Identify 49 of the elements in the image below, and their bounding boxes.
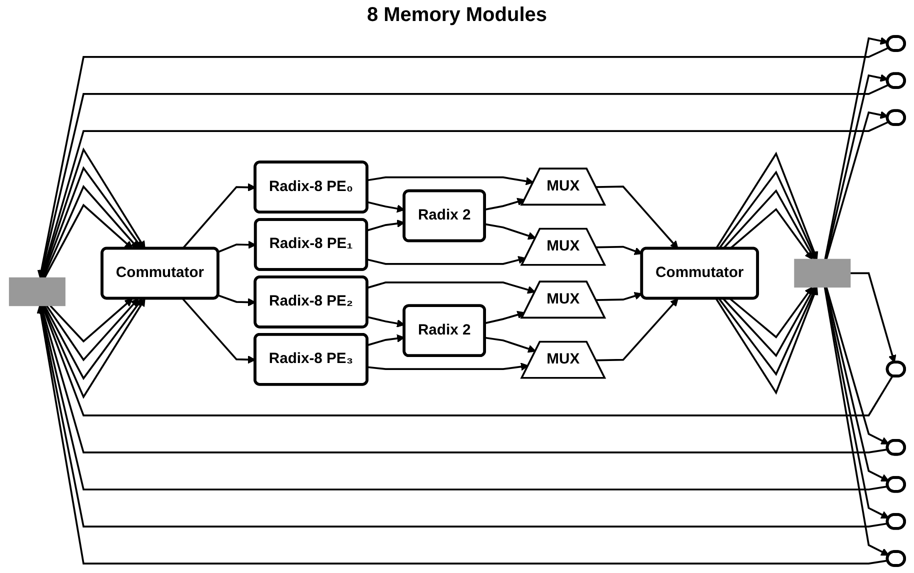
arrow (824, 74, 888, 260)
arrow (366, 256, 526, 265)
arrow (218, 294, 256, 306)
arrow (367, 176, 534, 186)
arrow (715, 286, 818, 395)
arrow (484, 223, 536, 240)
arrow (484, 310, 526, 324)
arrow (42, 184, 139, 278)
arrow (367, 282, 536, 294)
arrow (44, 298, 143, 380)
arrow (38, 305, 888, 490)
arrow (40, 147, 146, 278)
arrow (826, 286, 890, 444)
arrow (367, 334, 405, 346)
arrow (596, 186, 678, 250)
arrow (182, 183, 256, 250)
arrow (367, 201, 405, 213)
arrow (729, 286, 813, 338)
arrow (484, 336, 536, 353)
arrow (366, 220, 405, 232)
arrow (729, 208, 813, 260)
arrow (44, 204, 133, 278)
arrow (367, 362, 529, 371)
node-bar (794, 258, 851, 288)
arrow (39, 120, 890, 278)
arrow (367, 316, 405, 328)
arrow (42, 298, 146, 399)
arrow (484, 198, 526, 210)
arrow (596, 292, 642, 301)
arrow (722, 189, 815, 260)
arrow (46, 298, 139, 362)
node-bar (8, 277, 66, 306)
arrow (596, 246, 642, 255)
arrow (718, 286, 817, 376)
arrow (718, 170, 817, 260)
arrow (41, 305, 894, 416)
arrow (824, 36, 888, 260)
arrow (850, 272, 896, 363)
arrow (42, 166, 143, 278)
arrow (824, 286, 890, 482)
arrow (50, 298, 133, 343)
arrow (39, 305, 888, 454)
arrow (715, 152, 818, 260)
arrow (826, 110, 888, 260)
arrow (38, 84, 890, 278)
arrow (722, 286, 815, 358)
arrow (596, 298, 678, 362)
diagram-title: 8 Memory Modules (366, 4, 548, 27)
arrow (37, 46, 890, 278)
